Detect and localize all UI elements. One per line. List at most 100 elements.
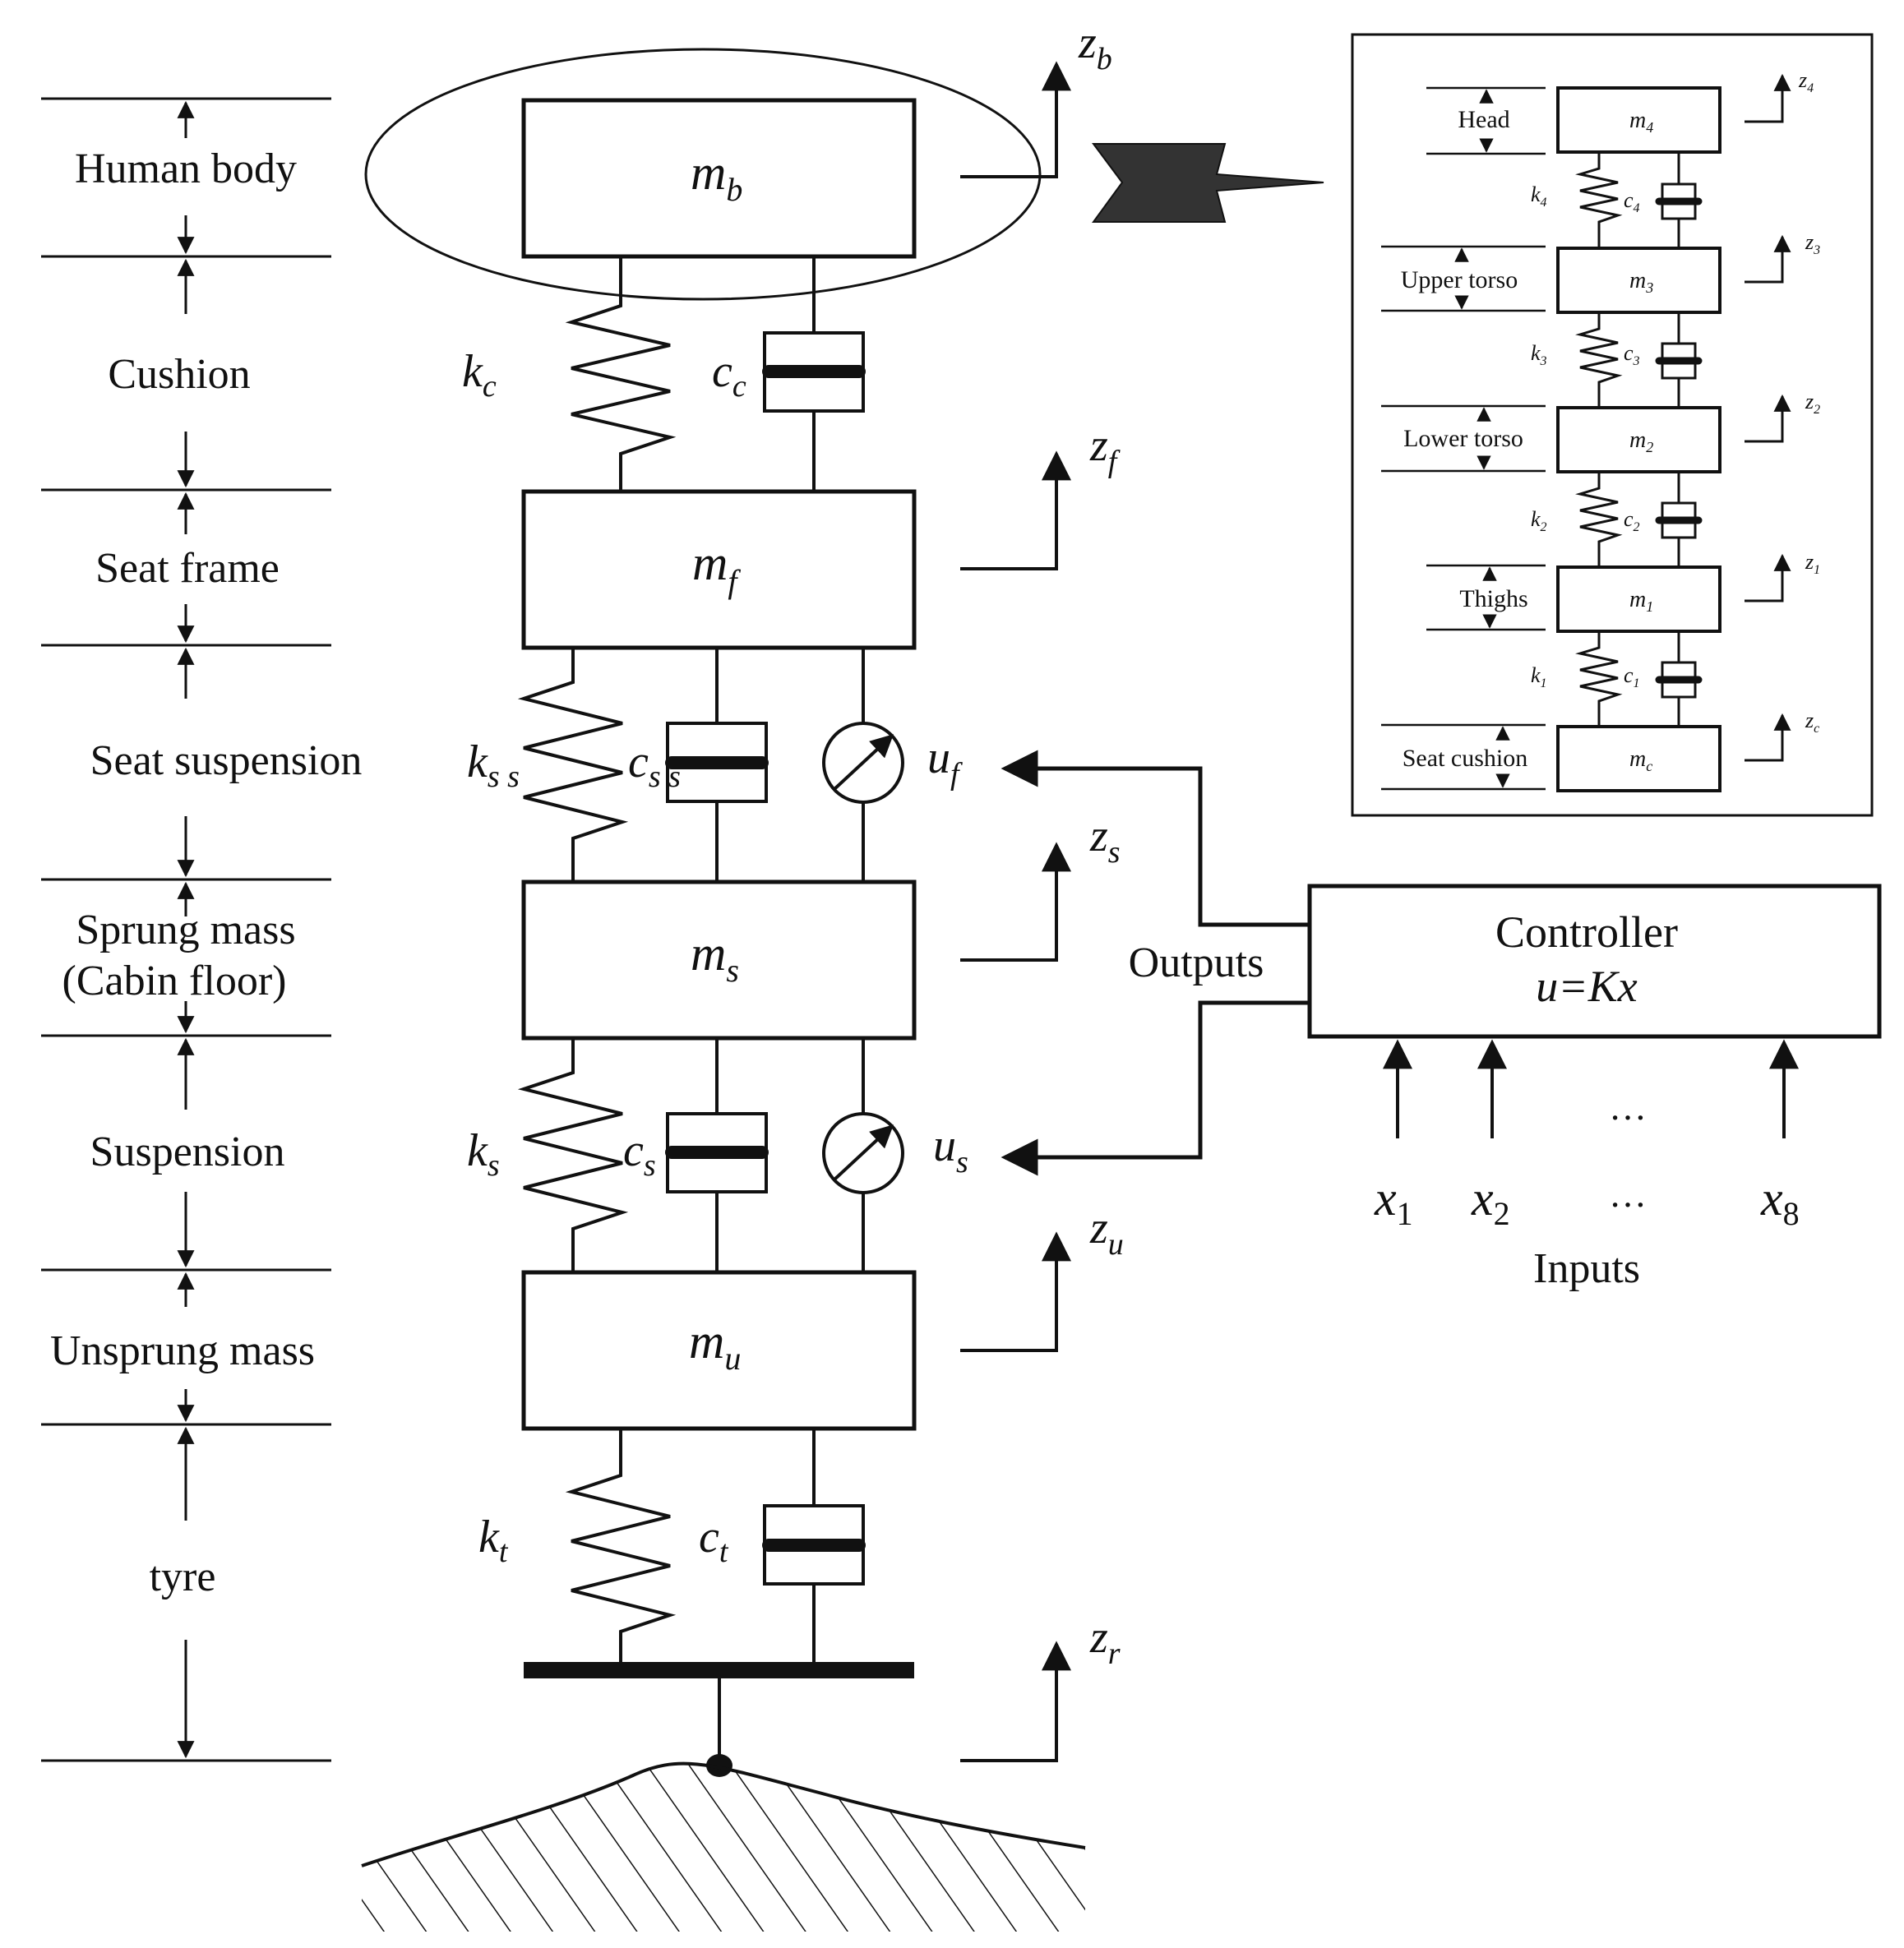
input-x8-label: x8 <box>1760 1171 1800 1232</box>
inset-masses <box>1556 86 1721 792</box>
spring-kc-label: kc <box>462 346 497 404</box>
spring-kt-label: kt <box>478 1512 509 1569</box>
inset-z1-indicator <box>1745 553 1791 602</box>
zb-label: zb <box>1078 17 1112 76</box>
label-seat-frame: Seat frame <box>95 545 280 592</box>
inset-z4-label: z4 <box>1798 68 1814 95</box>
controller-input-labels: x1 x2 x8 <box>1374 1171 1800 1232</box>
left-labels: Human body Cushion Seat frame Seat suspe… <box>50 145 362 1600</box>
inset-divider-lines <box>1381 86 1546 791</box>
zs-indicator <box>960 842 1071 962</box>
inset-z2-indicator <box>1745 394 1791 443</box>
inset-m1-label: m1 <box>1629 587 1653 615</box>
inset-c1-label: c1 <box>1624 663 1640 690</box>
label-cushion: Cushion <box>108 351 250 398</box>
label-cabin-floor: (Cabin floor) <box>62 958 287 1004</box>
inset-mc-label: mc <box>1629 746 1652 774</box>
damper-cc-label: cc <box>712 346 746 404</box>
damper-cs <box>665 1038 769 1272</box>
inset-label-lower-torso: Lower torso <box>1403 425 1523 452</box>
damper-ct-label: ct <box>699 1512 729 1569</box>
springs <box>517 256 677 1662</box>
displacement-indicators <box>960 61 1071 1762</box>
inset-z1-label: z1 <box>1805 550 1820 577</box>
outputs-label: Outputs <box>1129 939 1264 986</box>
mass-mu-block <box>521 1270 917 1431</box>
spring-kc <box>565 256 677 492</box>
label-suspension: Suspension <box>90 1129 285 1175</box>
actuator-uf <box>822 648 904 882</box>
inset-damper-c3 <box>1655 312 1703 408</box>
inset-k2-label: k2 <box>1531 507 1547 534</box>
inset-zc-label: zc <box>1805 709 1819 736</box>
actuator-us-label: us <box>933 1120 968 1179</box>
left-divider-lines <box>41 97 331 1762</box>
mass-labels: mb mf ms mu <box>689 145 742 1377</box>
inset-displacement-indicators <box>1745 73 1791 762</box>
damper-cs-label: cs <box>623 1125 656 1183</box>
mass-mb-label: mb <box>691 145 742 208</box>
input-dots-upper: … <box>1609 1086 1647 1128</box>
mass-mu-label: mu <box>689 1314 741 1377</box>
inset-z4-indicator <box>1745 73 1791 123</box>
masses <box>521 98 917 1431</box>
mass-mf-block <box>521 489 917 650</box>
inset-label-head: Head <box>1458 106 1509 133</box>
damper-css <box>665 648 769 882</box>
damper-ct <box>762 1429 866 1662</box>
spring-ks <box>517 1038 629 1272</box>
mass-mb-block <box>521 98 917 259</box>
zoom-arrow <box>1092 143 1324 223</box>
inset-damper-c1 <box>1655 631 1703 727</box>
road-ground <box>361 1761 1086 1932</box>
label-tyre: tyre <box>150 1553 216 1600</box>
label-unsprung-mass: Unsprung mass <box>50 1327 315 1374</box>
inset-spring-k2 <box>1575 472 1623 567</box>
displacement-labels: zb zf zs zu zr <box>1078 17 1124 1671</box>
zu-label: zu <box>1089 1202 1124 1262</box>
label-seat-suspension: Seat suspension <box>90 737 363 784</box>
spring-kss <box>517 648 629 882</box>
controller-input-arrows <box>1383 1039 1799 1138</box>
inset-dampers <box>1655 152 1703 727</box>
human-body-ellipse <box>364 48 1042 301</box>
inset-k4-label: k4 <box>1531 182 1547 210</box>
inset-label-thighs: Thighs <box>1459 585 1527 612</box>
controller-output-wires <box>1001 750 1310 1176</box>
inset-mass-m3 <box>1556 247 1721 314</box>
spring-kt <box>565 1429 677 1662</box>
inset-z3-indicator <box>1745 234 1791 284</box>
mass-ms-label: ms <box>691 926 739 989</box>
damper-css-label: cs s <box>628 736 681 794</box>
output-wire-uf <box>1001 750 1310 927</box>
inset-m4-label: m4 <box>1629 108 1653 136</box>
label-sprung-mass: Sprung mass <box>76 907 295 953</box>
zf-indicator <box>960 450 1071 570</box>
zr-label: zr <box>1089 1612 1121 1671</box>
spring-kss-label: ks s <box>467 736 520 794</box>
damper-cc <box>762 256 866 492</box>
inset-z2-label: z2 <box>1805 390 1820 417</box>
input-x1-label: x1 <box>1374 1171 1413 1232</box>
controller-law: u=Kx <box>1536 962 1637 1011</box>
inset-mass-m2 <box>1556 406 1721 473</box>
input-x2-label: x2 <box>1471 1171 1510 1232</box>
inset-z3-label: z3 <box>1805 230 1820 257</box>
controller-box <box>1307 884 1882 1039</box>
label-human-body: Human body <box>75 145 297 192</box>
inset-spring-k1 <box>1575 631 1623 727</box>
inset-k3-label: k3 <box>1531 341 1547 368</box>
inset-c2-label: c2 <box>1624 507 1640 534</box>
zs-label: zs <box>1089 810 1121 870</box>
inset-displacement-labels: z4 z3 z2 z1 zc <box>1798 68 1820 736</box>
actuators <box>822 648 904 1272</box>
inset-section-labels: Head Upper torso Lower torso Thighs Seat… <box>1401 106 1528 772</box>
zf-label: zf <box>1089 420 1121 479</box>
inset-mass-labels: m4 m3 m2 m1 mc <box>1629 108 1653 774</box>
inset-c4-label: c4 <box>1624 188 1640 215</box>
inset-dimension-arrows <box>1454 89 1510 788</box>
tyre-contact-bar <box>524 1662 914 1678</box>
component-labels: kc cc ks s cs s uf ks cs us kt ct <box>462 346 968 1569</box>
inset-mass-mc <box>1556 725 1721 792</box>
